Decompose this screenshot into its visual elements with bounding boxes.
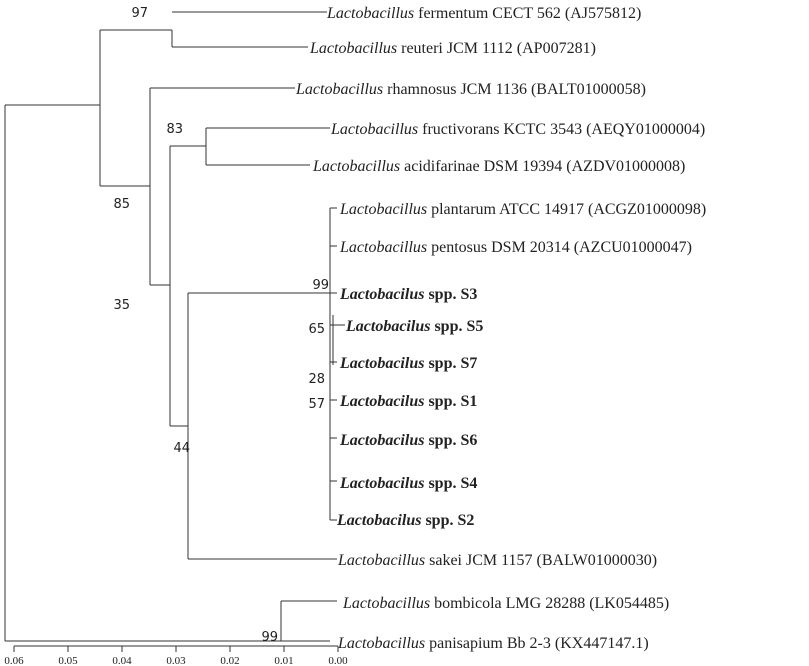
taxon-genus: Lactobacilus <box>339 286 424 303</box>
bootstrap-value: 65 <box>308 322 325 337</box>
taxon-label: Lactobacillus reuteri JCM 1112 (AP007281… <box>309 40 596 57</box>
scale-tick-label: 0.02 <box>220 655 239 666</box>
taxon-genus: Lactobacillus <box>326 5 414 22</box>
taxon-species: spp. S4 <box>424 475 477 492</box>
scale-tick-label: 0.05 <box>58 655 78 666</box>
taxon-label: Lactobacilus spp. S7 <box>339 355 477 372</box>
bootstrap-value: 57 <box>308 397 325 412</box>
taxon-genus: Lactobacillus <box>337 635 425 652</box>
taxon-species: bombicola LMG 28288 (LK054485) <box>430 595 669 612</box>
taxon-label: Lactobacilus spp. S5 <box>345 318 483 335</box>
taxon-species: spp. S7 <box>424 355 477 372</box>
taxon-species: spp. S2 <box>421 512 474 529</box>
bootstrap-value: 35 <box>113 298 130 313</box>
taxon-label: Lactobacillus fructivorans KCTC 3543 (AE… <box>330 121 705 138</box>
taxon-label: Lactobacillus fermentum CECT 562 (AJ5758… <box>326 5 641 22</box>
taxon-species: acidifarinae DSM 19394 (AZDV01000008) <box>400 158 685 175</box>
taxon-label: Lactobacilus spp. S2 <box>336 512 474 529</box>
taxon-genus: Lactobacillus <box>339 239 427 256</box>
taxon-genus: Lactobacilus <box>345 318 430 335</box>
taxon-genus: Lactobacillus <box>342 595 430 612</box>
scale-tick-label: 0.03 <box>166 655 186 666</box>
taxon-species: spp. S5 <box>430 318 483 335</box>
taxon-species: panisapium Bb 2-3 (KX447147.1) <box>425 635 649 652</box>
taxon-species: spp. S6 <box>424 432 477 449</box>
taxon-genus: Lactobacilus <box>339 475 424 492</box>
scale-tick-label: 0.00 <box>328 655 348 666</box>
taxon-species: plantarum ATCC 14917 (ACGZ01000098) <box>427 201 706 218</box>
bootstrap-value: 83 <box>166 122 183 137</box>
taxon-species: fermentum CECT 562 (AJ575812) <box>414 5 641 22</box>
taxon-species: fructivorans KCTC 3543 (AEQY01000004) <box>418 121 705 138</box>
taxon-species: spp. S1 <box>424 393 477 410</box>
taxon-label: Lactobacillus plantarum ATCC 14917 (ACGZ… <box>339 201 706 218</box>
taxon-labels: Lactobacillus fermentum CECT 562 (AJ5758… <box>295 5 706 652</box>
bootstrap-value: 97 <box>131 6 148 21</box>
taxon-genus: Lactobacillus <box>337 552 425 569</box>
taxon-genus: Lactobacilus <box>339 355 424 372</box>
scale-tick-label: 0.06 <box>4 655 24 666</box>
bootstrap-value: 99 <box>261 630 278 645</box>
taxon-label: Lactobacillus panisapium Bb 2-3 (KX44714… <box>337 635 649 652</box>
taxon-genus: Lactobacillus <box>330 121 418 138</box>
scale-tick-label: 0.01 <box>274 655 293 666</box>
taxon-label: Lactobacilus spp. S1 <box>339 393 477 410</box>
bootstrap-value: 99 <box>312 278 329 293</box>
distance-scale-axis: 0.06 0.05 0.04 0.03 0.02 0.01 0.00 <box>4 646 348 666</box>
taxon-genus: Lactobacillus <box>309 40 397 57</box>
bootstrap-value: 44 <box>173 441 190 456</box>
taxon-genus: Lactobacillus <box>295 81 383 98</box>
taxon-genus: Lactobacilus <box>339 432 424 449</box>
tree-branches <box>4 11 345 647</box>
taxon-genus: Lactobacillus <box>339 201 427 218</box>
taxon-label: Lactobacilus spp. S6 <box>339 432 477 449</box>
taxon-label: Lactobacillus rhamnosus JCM 1136 (BALT01… <box>295 81 646 98</box>
bootstrap-value: 85 <box>113 197 130 212</box>
taxon-genus: Lactobacilus <box>336 512 421 529</box>
taxon-species: spp. S3 <box>424 286 477 303</box>
taxon-label: Lactobacilus spp. S3 <box>339 286 477 303</box>
scale-tick-label: 0.04 <box>112 655 132 666</box>
taxon-genus: Lactobacillus <box>312 158 400 175</box>
taxon-genus: Lactobacilus <box>339 393 424 410</box>
taxon-label: Lactobacillus acidifarinae DSM 19394 (AZ… <box>312 158 685 175</box>
taxon-species: pentosus DSM 20314 (AZCU01000047) <box>427 239 692 256</box>
bootstrap-value: 28 <box>308 372 325 387</box>
bootstrap-values: 97 83 85 35 99 65 28 57 44 99 <box>113 6 329 645</box>
taxon-label: Lactobacillus sakei JCM 1157 (BALW010000… <box>337 552 657 569</box>
taxon-label: Lactobacillus bombicola LMG 28288 (LK054… <box>342 595 669 612</box>
taxon-species: reuteri JCM 1112 (AP007281) <box>397 40 596 57</box>
taxon-label: Lactobacilus spp. S4 <box>339 475 477 492</box>
taxon-species: rhamnosus JCM 1136 (BALT01000058) <box>383 81 646 98</box>
taxon-label: Lactobacillus pentosus DSM 20314 (AZCU01… <box>339 239 692 256</box>
taxon-species: sakei JCM 1157 (BALW01000030) <box>425 552 657 569</box>
